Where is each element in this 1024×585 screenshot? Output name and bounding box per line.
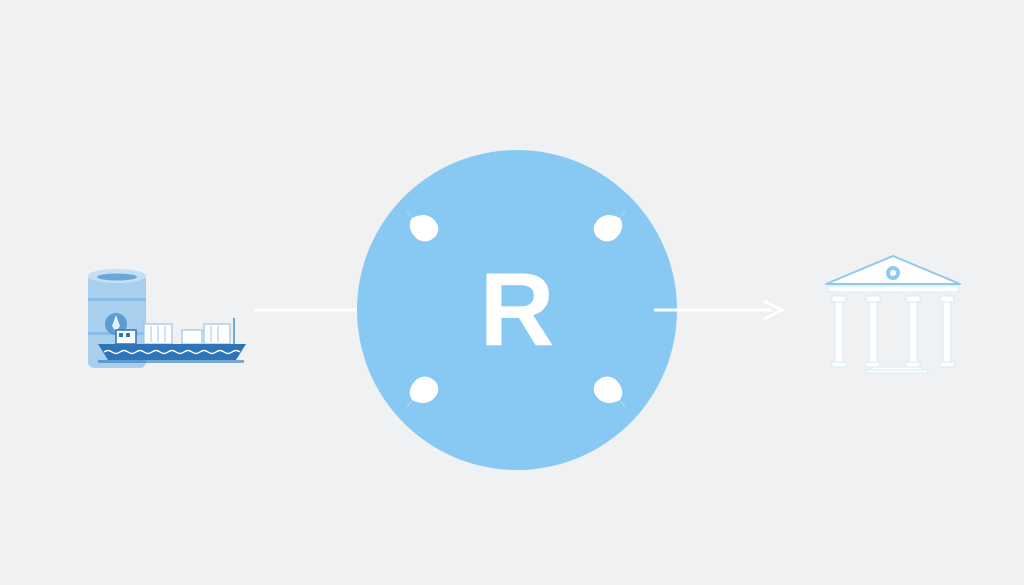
leaf-icon (406, 376, 439, 408)
leaf-icon (406, 210, 439, 242)
leaf-icon (593, 210, 626, 242)
source-node (82, 268, 250, 376)
hub-circle: R (356, 150, 678, 470)
hub-letter: R (479, 252, 555, 368)
bank-building-icon (825, 255, 961, 374)
leaf-icon (593, 376, 626, 408)
arrow-to-bank (654, 299, 786, 321)
target-node (822, 254, 964, 376)
cargo-ship-icon (98, 318, 246, 363)
